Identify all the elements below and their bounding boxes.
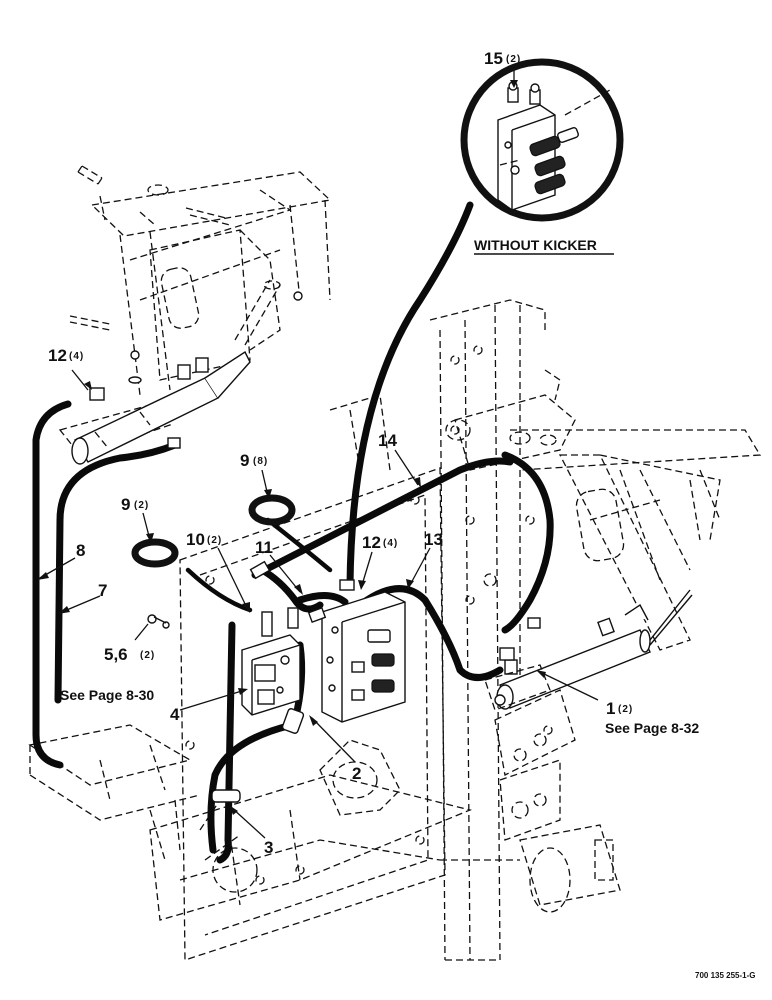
o-ring-9-large [248,494,296,526]
o-ring-9-small [131,538,179,568]
valve-block [321,591,406,723]
cylinder-reference-note: See Page 8-32 [605,720,699,736]
callout-9-lower-qty: (2) [134,500,149,511]
callout-7-number: 7 [98,581,107,600]
base-tube [28,724,201,861]
callout-3-number: 3 [264,838,273,857]
callout-8-number: 8 [76,541,85,560]
callout-4-number: 4 [170,705,180,724]
document-number: 700 135 255-1-G [695,971,756,980]
callout-9-lower-number: 9 [121,495,130,514]
fittings [89,387,541,803]
central-frame [149,394,473,961]
callout-12-center-qty: (4) [383,538,398,549]
hose-11 [258,566,324,613]
hoses [32,201,554,864]
callout-2-number: 2 [352,764,361,783]
hose-3b [207,721,296,854]
callout-9-upper-number: 9 [240,451,249,470]
valve-reference-note: See Page 8-30 [60,687,154,703]
callout-1-number: 1 [606,699,615,718]
callout-12-upper-number: 12 [48,346,67,365]
right-column [429,299,762,961]
callout-labels: 15 (2) WITHOUT KICKER 12 (4) 14 9 (8) 9 … [48,49,756,980]
callout-11-number: 11 [255,538,273,557]
right-cylinder [484,589,693,711]
hose-13 [356,585,504,681]
inset-without-kicker [460,58,624,222]
callout-9-upper-qty: (8) [253,456,268,467]
callout-15-number: 15 [484,49,503,68]
callout-5-6-number: 5,6 [104,645,128,664]
hose-14 [251,457,514,579]
hose-to-inset [346,201,474,589]
callout-1-qty: (2) [618,704,633,715]
inset-heading: WITHOUT KICKER [474,237,597,253]
hose-8 [32,400,72,769]
hose-loop [296,592,349,606]
leader-lines [37,70,599,839]
callout-14-number: 14 [378,431,397,450]
solenoid-valve [241,607,327,716]
callout-12-center-number: 12 [362,533,381,552]
callout-15-qty: (2) [506,54,521,65]
callout-5-6-qty: (2) [140,650,155,661]
callout-13-number: 13 [424,530,443,549]
callout-12-upper-qty: (4) [69,351,84,362]
callout-10-qty: (2) [207,535,222,546]
callout-10-number: 10 [186,530,205,549]
hose-3a [216,621,236,864]
o-rings [131,494,296,568]
hose-arm [501,451,554,634]
hose-7 [54,441,179,704]
left-frame-assembly [58,165,332,465]
